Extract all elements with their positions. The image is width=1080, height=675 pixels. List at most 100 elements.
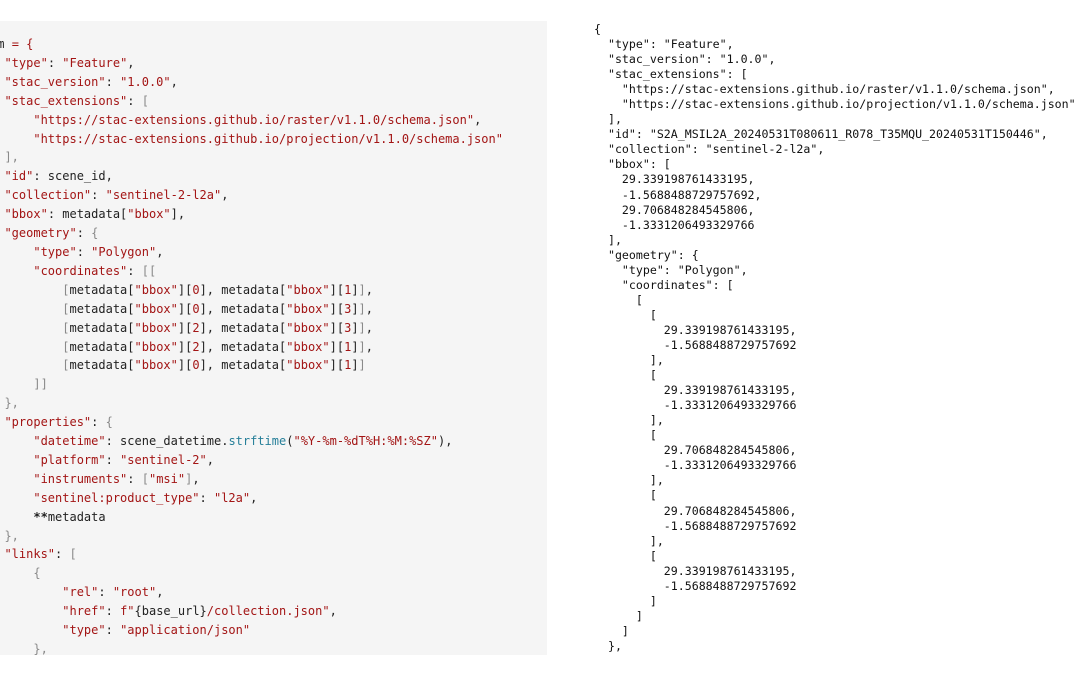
code-token: ,: [192, 471, 200, 486]
code-token: ]: [351, 282, 359, 297]
code-token: ,: [365, 282, 374, 297]
code-token: "type": [62, 623, 106, 638]
code-token: strftime: [228, 434, 287, 449]
code-token: "stac_version": [4, 74, 106, 89]
code-token: [: [62, 282, 70, 297]
code-token: [0, 453, 33, 467]
code-token: ][: [177, 320, 193, 335]
code-line: "platform": "sentinel-2",: [0, 451, 503, 470]
code-token: "1.0.0": [120, 74, 171, 89]
json-line: "stac_extensions": [: [594, 67, 748, 82]
code-token: ,: [365, 320, 374, 335]
code-token: [0, 623, 62, 637]
code-token: ]: [351, 320, 359, 335]
python-code-panel: em = { "type": "Feature", "stac_version"…: [0, 21, 547, 655]
code-token: [0, 604, 62, 618]
code-token: },: [4, 396, 19, 411]
code-line: {: [0, 564, 503, 583]
code-token: "id": [4, 169, 34, 184]
json-line: -1.3331206493329766: [594, 217, 755, 232]
json-line: "id": "S2A_MSIL2A_20240531T080611_R078_T…: [594, 127, 1048, 142]
code-line: },: [0, 394, 503, 413]
code-token: /collection.json": [206, 604, 330, 619]
code-token: "bbox": [134, 282, 178, 297]
code-token: [0, 113, 33, 127]
json-line: {: [594, 22, 601, 36]
code-token: ][: [177, 282, 193, 297]
code-token: "sentinel-2": [120, 452, 207, 467]
code-token: ]: [358, 320, 366, 335]
code-token: :: [76, 226, 92, 241]
code-line: "coordinates": [[: [0, 262, 503, 281]
code-token: ,: [127, 55, 135, 70]
code-token: ][: [329, 320, 345, 335]
json-line: ]: [594, 608, 643, 623]
code-token: "bbox": [286, 320, 330, 335]
code-token: [0, 264, 33, 278]
code-token: 0: [192, 358, 200, 373]
json-line: [: [594, 292, 643, 307]
code-token: "sentinel-2-l2a": [105, 188, 222, 203]
code-token: ,: [365, 301, 374, 316]
code-token: : metadata[: [47, 207, 128, 222]
code-token: "coordinates": [33, 263, 128, 278]
code-token: [0, 585, 62, 599]
code-token: "bbox": [4, 207, 48, 222]
code-token: ]: [351, 339, 359, 354]
python-code-block: em = { "type": "Feature", "stac_version"…: [0, 35, 503, 655]
code-token: [0, 566, 33, 580]
code-line: "instruments": ["msi"],: [0, 470, 503, 489]
json-line: -1.3331206493329766: [594, 398, 797, 413]
json-line: [: [594, 548, 657, 563]
code-token: },: [33, 642, 48, 655]
json-line: },: [594, 638, 622, 653]
json-line: "collection": "sentinel-2-l2a",: [594, 142, 825, 157]
code-line: "geometry": {: [0, 224, 503, 243]
code-token: "rel": [62, 585, 99, 600]
code-line: "stac_version": "1.0.0",: [0, 73, 503, 92]
json-line: 29.706848284545806,: [594, 503, 797, 518]
code-token: "bbox": [286, 301, 330, 316]
code-token: :: [55, 547, 70, 562]
code-token: :: [91, 188, 106, 203]
code-line: "type": "Polygon",: [0, 243, 503, 262]
code-token: ],: [170, 207, 186, 222]
code-line: "rel": "root",: [0, 583, 503, 602]
code-token: "bbox": [134, 320, 178, 335]
code-token: ]: [358, 339, 366, 354]
code-token: "links": [4, 547, 56, 562]
json-line: "geometry": {: [594, 247, 699, 262]
json-line: "type": "Feature",: [594, 37, 734, 52]
code-line: "sentinel:product_type": "l2a",: [0, 489, 503, 508]
json-line: [: [594, 307, 657, 322]
code-token: 0: [192, 301, 200, 316]
code-line: "type": "Feature",: [0, 54, 503, 73]
code-token: "platform": [33, 452, 106, 467]
code-token: "type": [4, 55, 48, 70]
code-line: [metadata["bbox"][0], metadata["bbox"][1…: [0, 281, 503, 300]
code-token: 1: [344, 282, 352, 297]
code-token: : scene_id,: [33, 169, 113, 184]
code-token: "https://stac-extensions.github.io/proje…: [33, 131, 503, 146]
json-line: ]: [594, 623, 629, 638]
json-line: -1.5688488729757692: [594, 337, 797, 352]
code-line: "stac_extensions": [: [0, 92, 503, 111]
code-token: ,: [156, 585, 164, 600]
json-code-block: { "type": "Feature", "stac_version": "1.…: [594, 22, 1076, 654]
code-token: :: [105, 74, 121, 89]
code-token: **: [33, 509, 48, 524]
code-token: ], metadata[: [199, 301, 287, 316]
json-line: 29.706848284545806,: [594, 202, 755, 217]
code-token: ,: [221, 188, 229, 203]
code-line: },: [0, 527, 503, 546]
code-token: "bbox": [134, 301, 178, 316]
code-token: "%Y-%m-%dT%H:%M:%SZ": [293, 434, 438, 449]
code-token: metadata[: [69, 339, 135, 354]
code-token: em: [0, 37, 5, 51]
code-token: :: [127, 93, 142, 108]
code-token: [0, 340, 62, 354]
code-token: metadata[: [69, 320, 135, 335]
json-line: "https://stac-extensions.github.io/proje…: [594, 97, 1076, 112]
code-line: [metadata["bbox"][2], metadata["bbox"][1…: [0, 338, 503, 357]
code-line: },: [0, 640, 503, 655]
